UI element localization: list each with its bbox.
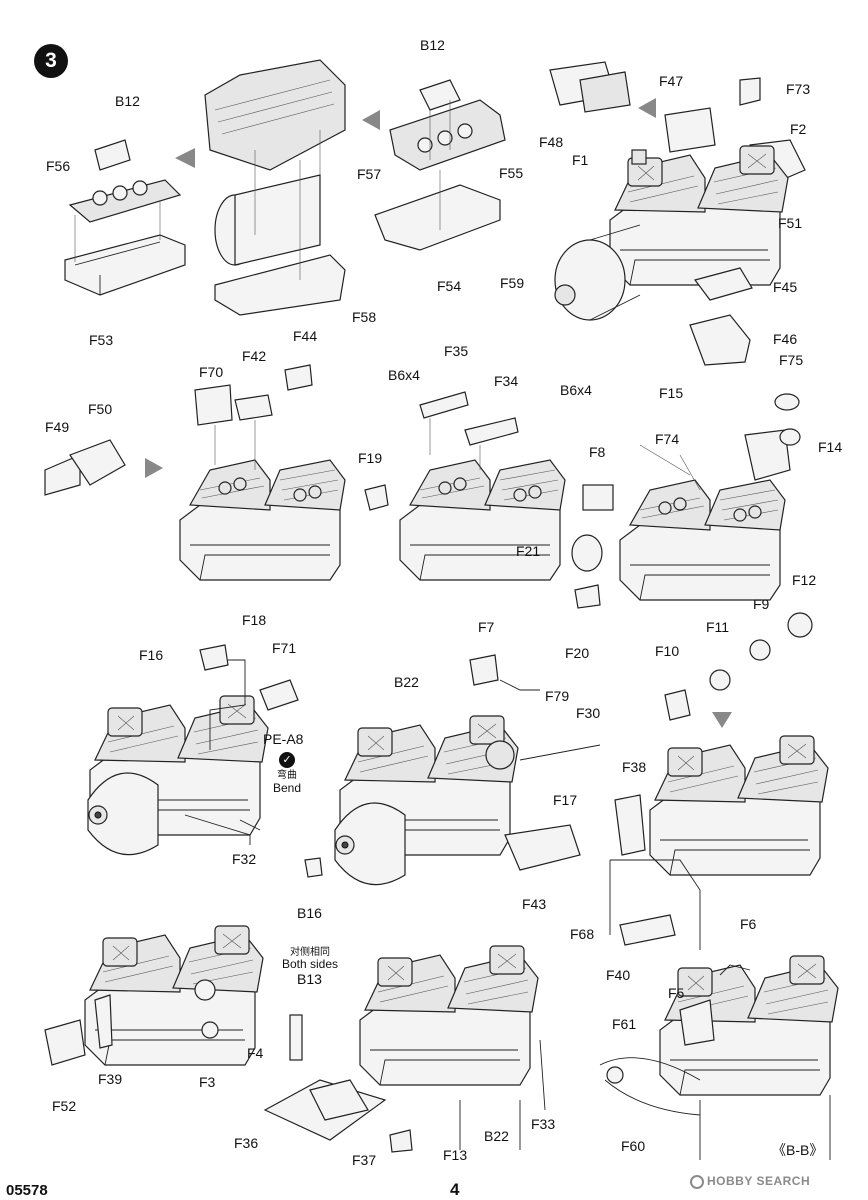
label-f12: F12 — [792, 572, 817, 588]
label-f56: F56 — [46, 158, 71, 174]
engine-assembly-8 — [44, 925, 303, 1066]
engine-assembly-3 — [364, 391, 566, 581]
label-f55: F55 — [499, 165, 524, 181]
label-b13: B13 — [297, 971, 322, 987]
label-f38: F38 — [622, 759, 647, 775]
label-f68: F68 — [570, 926, 595, 942]
label-f60: F60 — [621, 1138, 646, 1154]
engine-assembly-9 — [263, 945, 546, 1153]
label-f59: F59 — [500, 275, 525, 291]
section-mark: 《B-B》 — [772, 1142, 824, 1158]
label-f30: F30 — [576, 705, 601, 721]
label-f58: F58 — [352, 309, 377, 325]
label-f13: F13 — [443, 1147, 468, 1163]
label-f21: F21 — [516, 543, 541, 559]
label-f46: F46 — [773, 331, 798, 347]
label-b6x4: B6x4 — [388, 367, 420, 383]
bend-note-cn: 弯曲 — [277, 770, 297, 781]
engine-top-right — [549, 61, 806, 366]
step-number-badge: 3 — [34, 44, 68, 78]
watermark-logo-icon — [690, 1174, 704, 1189]
both-sides-note-en: Both sides — [281, 957, 339, 971]
both-sides-note-cn: 对侧相同 — [290, 947, 330, 958]
label-f52: F52 — [52, 1098, 77, 1114]
label-f61: F61 — [612, 1016, 637, 1032]
label-f17: F17 — [553, 792, 578, 808]
label-f71: F71 — [272, 640, 297, 656]
label-f79: F79 — [545, 688, 570, 704]
label-f34: F34 — [494, 373, 519, 389]
label-f48: F48 — [539, 134, 564, 150]
label-f5: F5 — [668, 985, 685, 1001]
label-f70: F70 — [199, 364, 224, 380]
label-b22: B22 — [394, 674, 419, 690]
label-f47: F47 — [659, 73, 684, 89]
bend-icon: ✓ — [279, 752, 295, 768]
label-f2: F2 — [790, 121, 807, 137]
label-f53: F53 — [89, 332, 114, 348]
label-f19: F19 — [358, 450, 383, 466]
label-b12: B12 — [420, 37, 445, 53]
label-b22: B22 — [484, 1128, 509, 1144]
sump-assembly-right — [374, 79, 506, 251]
engine-assembly-2 — [179, 364, 346, 581]
label-f73: F73 — [786, 81, 811, 97]
label-f18: F18 — [242, 612, 267, 628]
label-f3: F3 — [199, 1074, 216, 1090]
label-f15: F15 — [659, 385, 684, 401]
label-b12: B12 — [115, 93, 140, 109]
label-f35: F35 — [444, 343, 469, 359]
label-b6x4: B6x4 — [560, 382, 592, 398]
page-number: 4 — [450, 1180, 460, 1199]
label-f14: F14 — [818, 439, 843, 455]
watermark-text: HOBBY SEARCH — [707, 1174, 811, 1188]
label-f49: F49 — [45, 419, 70, 435]
label-f40: F40 — [606, 967, 631, 983]
label-f54: F54 — [437, 278, 462, 294]
sump-assembly-left — [64, 139, 186, 296]
label-f1: F1 — [572, 152, 589, 168]
power-train-rear — [609, 612, 829, 950]
label-f16: F16 — [139, 647, 164, 663]
label-f32: F32 — [232, 851, 257, 867]
engine-assembly-4 — [571, 393, 801, 609]
engine-assembly-6 — [304, 654, 601, 886]
sump-assembly-mid — [204, 59, 346, 316]
mount-parts — [44, 439, 126, 496]
label-f37: F37 — [352, 1152, 377, 1168]
label-f43: F43 — [522, 896, 547, 912]
label-f42: F42 — [242, 348, 267, 364]
label-f20: F20 — [565, 645, 590, 661]
label-f4: F4 — [247, 1045, 264, 1061]
label-pe-a8: PE-A8 — [263, 731, 304, 747]
label-f36: F36 — [234, 1135, 259, 1151]
label-f9: F9 — [753, 596, 770, 612]
label-f57: F57 — [357, 166, 382, 182]
product-code: 05578 — [6, 1182, 48, 1199]
label-f6: F6 — [740, 916, 757, 932]
label-f33: F33 — [531, 1116, 556, 1132]
bend-note-en: Bend — [272, 781, 302, 795]
label-f10: F10 — [655, 643, 680, 659]
label-f74: F74 — [655, 431, 680, 447]
label-f50: F50 — [88, 401, 113, 417]
label-f8: F8 — [589, 444, 606, 460]
label-f45: F45 — [773, 279, 798, 295]
watermark: HOBBY SEARCH — [690, 1174, 862, 1194]
label-f11: F11 — [706, 619, 730, 635]
label-f7: F7 — [478, 619, 495, 635]
label-f51: F51 — [778, 215, 803, 231]
label-f75: F75 — [779, 352, 804, 368]
label-f44: F44 — [293, 328, 318, 344]
label-f39: F39 — [98, 1071, 123, 1087]
label-b16: B16 — [297, 905, 322, 921]
engine-assembly-5 — [87, 644, 299, 856]
engine-assembly-10 — [599, 955, 839, 1160]
